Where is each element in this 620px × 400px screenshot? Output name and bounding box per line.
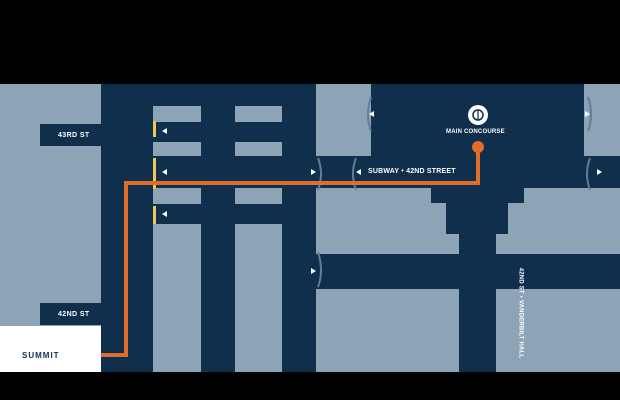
center-vertical-corridor-2: [282, 84, 316, 372]
lower-entrance-arc: [317, 251, 322, 288]
concourse-lower-stem: [446, 203, 508, 234]
route-start-marker: [472, 141, 484, 153]
short-east-west-corridor: [152, 204, 282, 224]
arrow-concourse-left: [369, 111, 374, 117]
summit-logo-text: SUMMIT: [22, 351, 60, 360]
north-horizontal-corridor-lower: [152, 122, 282, 142]
east-lower-corridor: [316, 254, 620, 289]
walking-route: [99, 145, 480, 357]
sign-mark-bottom: [153, 206, 156, 224]
arrow-north-2: [162, 169, 167, 175]
arrow-corridor-west: [311, 169, 316, 175]
subway-42nd-street-label: SUBWAY • 42ND STREET: [368, 168, 456, 175]
entrance-arc-east: [586, 157, 591, 191]
street-sign-43rd: 43RD ST: [40, 124, 101, 146]
street-name-42nd: 42ND ST: [58, 310, 90, 318]
summit-logo-panel: [0, 326, 101, 372]
vanderbilt-hall-label: 42ND ST • VANDERBILT HALL: [517, 267, 524, 359]
entrance-arc-west: [317, 157, 322, 191]
arrow-north-3: [162, 211, 167, 217]
sign-mark-middle: [153, 158, 156, 189]
east-edge-corridor: [584, 160, 620, 186]
street-name-43rd: 43RD ST: [58, 131, 90, 139]
concourse-arc-right: [587, 96, 592, 132]
station-map: [0, 84, 620, 372]
entrance-arc-center: [352, 157, 357, 191]
main-concourse-label: MAIN CONCOURSE: [446, 129, 505, 135]
arrow-corridor-center: [356, 169, 361, 175]
arrow-east: [597, 169, 602, 175]
arrow-concourse-right: [585, 111, 590, 117]
arrow-north-1: [162, 128, 167, 134]
street-sign-42nd: 42ND ST: [40, 303, 101, 325]
sign-mark-top: [153, 121, 156, 137]
north-horizontal-corridor: [152, 84, 282, 106]
arrow-lower: [311, 268, 316, 274]
concourse-arc-left: [367, 96, 372, 132]
